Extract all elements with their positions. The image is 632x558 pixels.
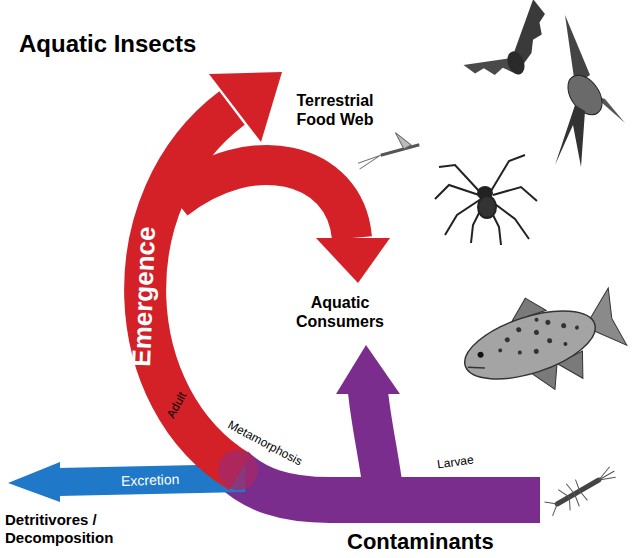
swallow-tail	[555, 105, 585, 167]
larva-legs	[558, 479, 588, 512]
section-heading: Contaminants	[347, 529, 494, 555]
spider-figure	[435, 155, 537, 245]
mayfly-body	[381, 145, 420, 155]
blend-patch	[218, 450, 258, 490]
section-heading: Aquatic Insects	[19, 30, 196, 59]
arrow-label: Emergence	[126, 226, 162, 367]
larva-figure	[542, 460, 621, 521]
consumer-arrow	[368, 392, 385, 505]
fish-mouth	[468, 362, 485, 373]
arrowhead	[316, 238, 390, 283]
larva-body	[557, 480, 599, 504]
fish-spots	[492, 306, 583, 366]
fish-figure	[451, 273, 632, 414]
branch-arrow	[175, 165, 352, 238]
fish-body	[457, 297, 604, 392]
spider-leg	[493, 187, 537, 201]
swallow-wing	[565, 15, 590, 85]
bat-wing	[496, 0, 559, 67]
mayfly-tail	[357, 155, 382, 169]
target-label: Terrestrial Food Web	[280, 91, 390, 129]
spider-leg	[445, 199, 481, 235]
arrowhead	[209, 72, 282, 142]
larva-antenna	[545, 497, 562, 516]
spider-abdomen	[478, 196, 496, 218]
bat-figure	[450, 0, 561, 91]
swallow-body	[561, 69, 609, 121]
spider-leg	[435, 185, 479, 199]
arrowhead	[336, 345, 400, 394]
spider-leg	[439, 165, 479, 191]
target-label: Detritivores / Decomposition	[5, 511, 145, 547]
arrowhead	[8, 462, 60, 502]
mayfly-figure	[353, 127, 422, 169]
fish-eye	[477, 351, 485, 359]
spider-leg	[491, 155, 525, 191]
larva-tail	[596, 466, 618, 485]
arrow-label: Excretion	[121, 471, 180, 490]
swallow-figure	[555, 15, 625, 167]
stage-label: Larvae	[436, 453, 474, 472]
bat-body	[504, 49, 527, 77]
mayfly-wing	[395, 130, 411, 150]
target-label: Aquatic Consumers	[285, 293, 395, 331]
